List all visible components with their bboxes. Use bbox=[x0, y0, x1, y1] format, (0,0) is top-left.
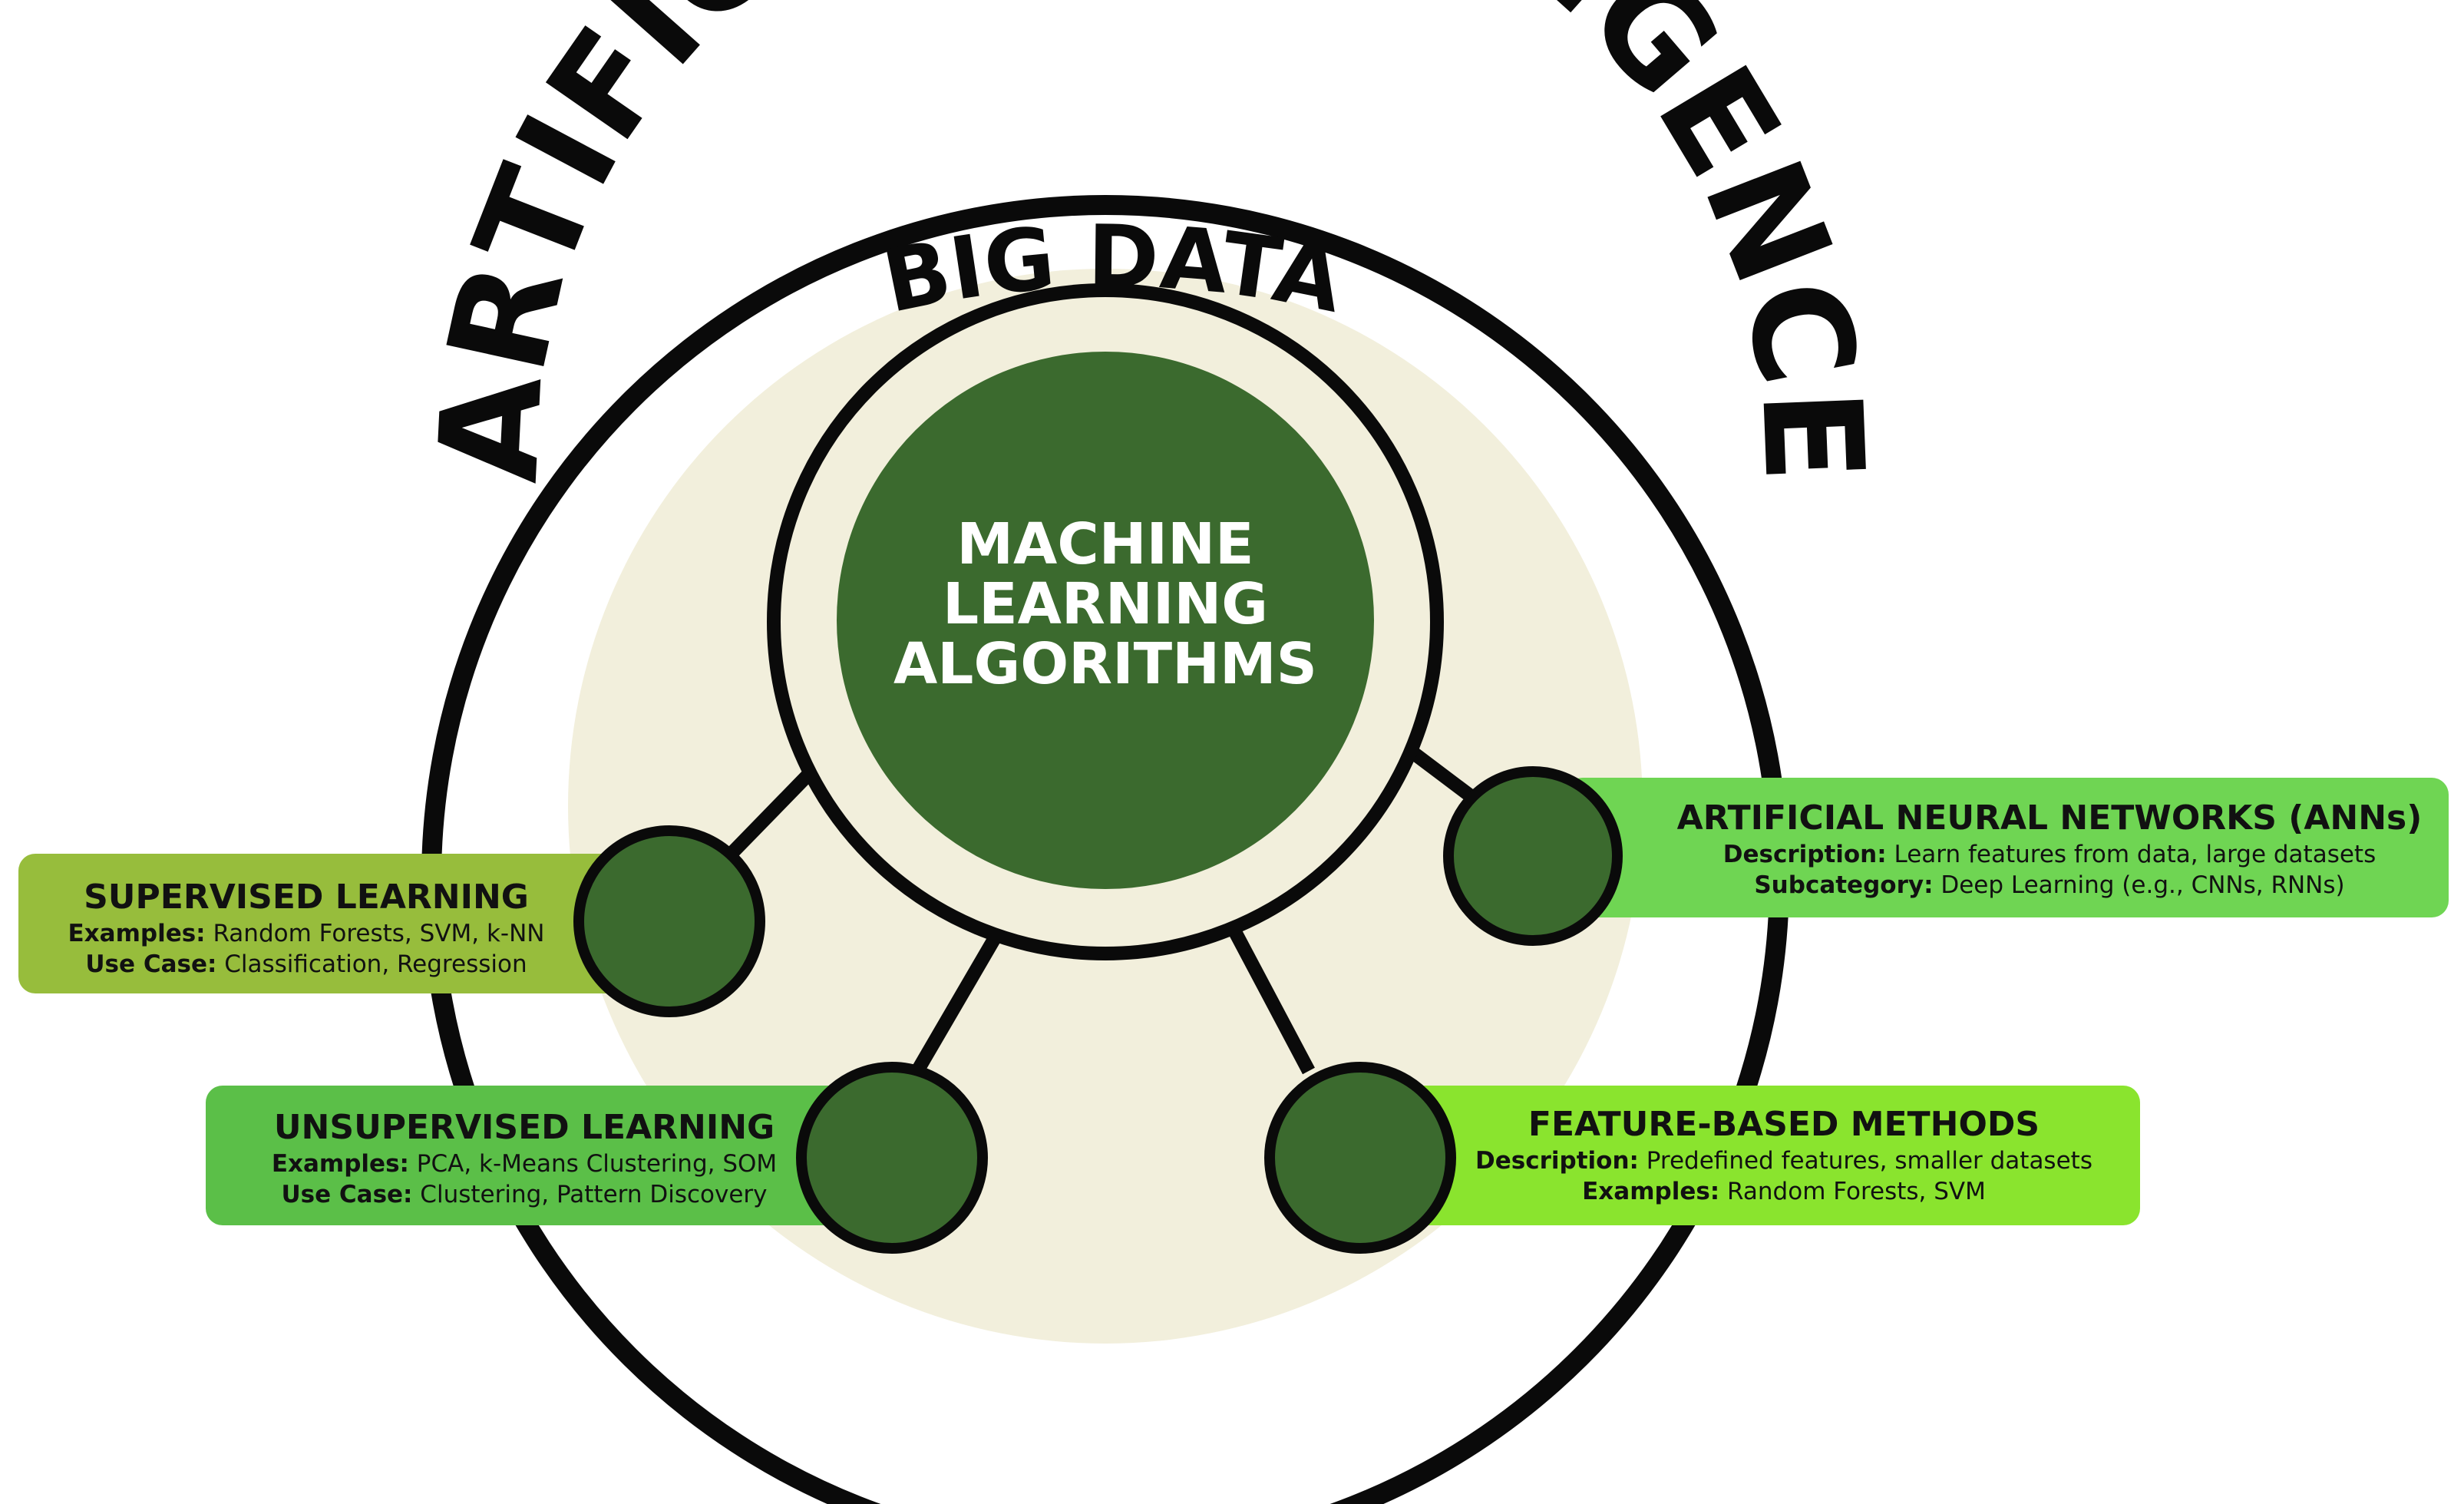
feature-based-box: FEATURE-BASED METHODS Description: Prede… bbox=[1397, 1086, 2140, 1225]
supervised-learning-box: SUPERVISED LEARNING Examples: Random For… bbox=[18, 854, 633, 993]
unsupervised-use-case: Use Case: Clustering, Pattern Discovery bbox=[281, 1181, 768, 1208]
feature-examples: Examples: Random Forests, SVM bbox=[1582, 1178, 1986, 1205]
unsupervised-learning-title: UNSUPERVISED LEARNING bbox=[273, 1108, 775, 1147]
supervised-use-case: Use Case: Classification, Regression bbox=[85, 950, 527, 978]
center-label-line-3: ALGORITHMS bbox=[893, 631, 1317, 697]
feature-based-title: FEATURE-BASED METHODS bbox=[1528, 1105, 2040, 1144]
ann-title: ARTIFICIAL NEURAL NETWORKS (ANNs) bbox=[1676, 798, 2423, 838]
unsupervised-examples: Examples: PCA, k-Means Clustering, SOM bbox=[271, 1150, 778, 1178]
ann-subcategory: Subcategory: Deep Learning (e.g., CNNs, … bbox=[1754, 871, 2345, 899]
center-label-line-2: LEARNING bbox=[943, 571, 1268, 637]
supervised-examples: Examples: Random Forests, SVM, k-NN bbox=[68, 920, 545, 947]
ml-center-disc bbox=[837, 352, 1374, 889]
feature-description: Description: Predefined features, smalle… bbox=[1475, 1147, 2092, 1175]
unsupervised-learning-box: UNSUPERVISED LEARNING Examples: PCA, k-M… bbox=[206, 1086, 874, 1225]
center-label-line-1: MACHINE bbox=[956, 511, 1253, 577]
ann-box: ARTIFICIAL NEURAL NETWORKS (ANNs) Descri… bbox=[1566, 778, 2449, 917]
supervised-learning-title: SUPERVISED LEARNING bbox=[84, 878, 529, 917]
connector-feature bbox=[1227, 925, 1315, 1075]
connector-unsupervised bbox=[911, 933, 1002, 1075]
ann-description: Description: Learn features from data, l… bbox=[1722, 841, 2376, 868]
